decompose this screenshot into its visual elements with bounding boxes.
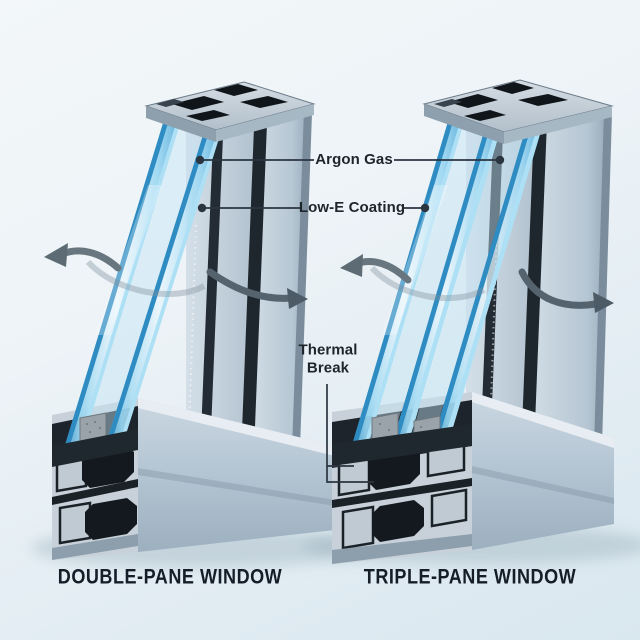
argon-gas-dot-double [195,155,205,165]
argon-gas-dot-triple [495,155,505,165]
thermal-break-leader [326,384,374,483]
low-e-dot-double [197,203,207,213]
glass-reflection [382,185,448,335]
glass-pane [104,116,226,450]
airflow-in-arrow [206,268,296,302]
airflow-arrows-double-pane [44,243,308,309]
thermal-break-label: Thermal Break [298,341,358,377]
glazing-channel-lip [52,429,138,467]
arrowhead [44,243,68,267]
annotation-leader-lines [195,155,505,483]
low-e-coating-label: Low-E Coating [298,198,406,216]
glass-pane [62,110,184,455]
argon-gas-label: Argon Gas [315,150,393,168]
arrowhead [287,288,308,309]
double-pane-top-rail-cross-section [144,81,316,142]
double-pane-glazing-unit [52,110,226,467]
airflow-swirl [85,259,206,297]
low-e-dot-triple [420,203,430,213]
glazing-channel-lip [332,424,472,466]
glass-reflection [95,185,162,335]
double-pane-window-title: DOUBLE-PANE WINDOW [57,564,283,589]
arrowhead [340,254,363,277]
triple-pane-window-illustration [332,79,614,564]
double-pane-window-illustration [44,81,335,560]
airflow-in-arrow [518,268,600,309]
arrowhead [593,292,614,313]
glass-pane [432,114,546,444]
triple-pane-window-title: TRIPLE-PANE WINDOW [363,564,577,589]
triple-pane-top-rail-cross-section [422,79,614,144]
airflow-swirl [369,265,486,302]
double-pane-jamb [186,98,312,470]
airflow-arrows-triple-pane [340,254,614,313]
glass-pane [391,111,506,448]
